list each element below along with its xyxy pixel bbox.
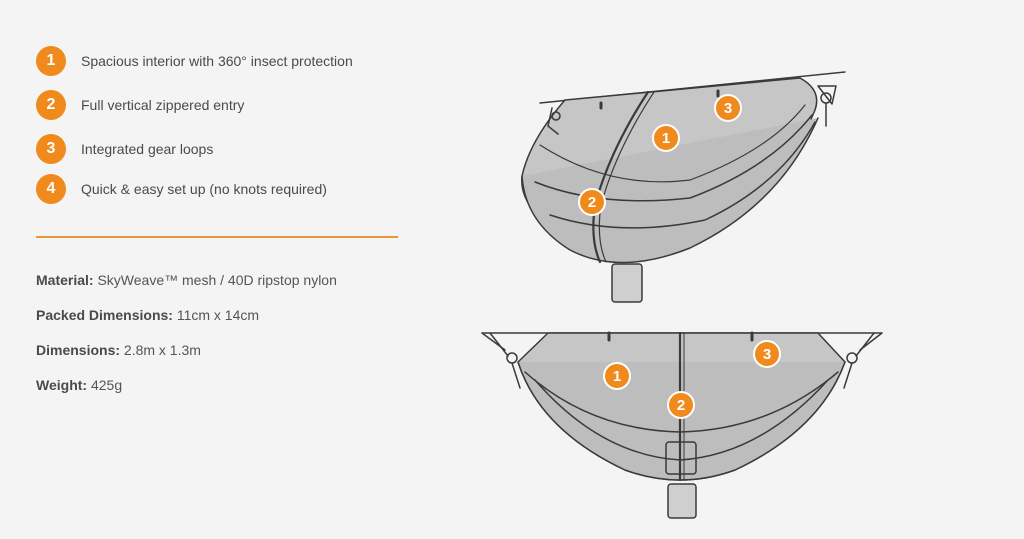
spec-weight: Weight: 425g bbox=[36, 377, 436, 395]
feature-item: 1 Spacious interior with 360° insect pro… bbox=[36, 46, 416, 76]
feature-item: 2 Full vertical zippered entry bbox=[36, 90, 416, 120]
spec-list: Material: SkyWeave™ mesh / 40D ripstop n… bbox=[36, 272, 436, 412]
spec-label: Packed Dimensions: bbox=[36, 307, 173, 323]
section-divider bbox=[36, 236, 398, 238]
spec-value: 425g bbox=[90, 377, 123, 393]
spec-material: Material: SkyWeave™ mesh / 40D ripstop n… bbox=[36, 272, 436, 290]
spec-value: 11cm x 14cm bbox=[176, 307, 260, 323]
feature-number-badge: 2 bbox=[36, 90, 66, 120]
svg-text:2: 2 bbox=[677, 397, 685, 414]
callout-2-side: 2 bbox=[667, 391, 695, 419]
feature-item: 3 Integrated gear loops bbox=[36, 134, 416, 164]
feature-text: Spacious interior with 360° insect prote… bbox=[81, 53, 353, 69]
callout-3-side: 3 bbox=[753, 340, 781, 368]
spec-dimensions: Dimensions: 2.8m x 1.3m bbox=[36, 342, 436, 360]
spec-label: Dimensions: bbox=[36, 342, 121, 358]
hammock-angled-view bbox=[521, 71, 846, 303]
feature-number-badge: 3 bbox=[36, 134, 66, 164]
callout-3-angled: 3 bbox=[714, 94, 742, 122]
svg-text:2: 2 bbox=[588, 194, 596, 211]
hammock-side-view bbox=[481, 331, 883, 519]
spec-packed-dimensions: Packed Dimensions: 11cm x 14cm bbox=[36, 307, 436, 325]
callout-2-angled: 2 bbox=[578, 188, 606, 216]
feature-text: Quick & easy set up (no knots required) bbox=[81, 181, 327, 197]
callout-1-side: 1 bbox=[603, 362, 631, 390]
svg-text:3: 3 bbox=[724, 100, 732, 117]
feature-list: 1 Spacious interior with 360° insect pro… bbox=[36, 46, 416, 218]
feature-number-badge: 1 bbox=[36, 46, 66, 76]
svg-text:1: 1 bbox=[613, 368, 621, 385]
hammock-bug-net-diagram: 1 2 3 bbox=[481, 71, 883, 519]
feature-text: Integrated gear loops bbox=[81, 141, 214, 157]
spec-label: Material: bbox=[36, 272, 94, 288]
feature-item: 4 Quick & easy set up (no knots required… bbox=[36, 174, 416, 204]
spec-value: SkyWeave™ mesh / 40D ripstop nylon bbox=[97, 272, 337, 288]
spec-value: 2.8m x 1.3m bbox=[123, 342, 201, 358]
feature-number-badge: 4 bbox=[36, 174, 66, 204]
feature-text: Full vertical zippered entry bbox=[81, 97, 245, 113]
spec-label: Weight: bbox=[36, 377, 88, 393]
callout-1-angled: 1 bbox=[652, 124, 680, 152]
svg-text:1: 1 bbox=[662, 130, 670, 147]
svg-text:3: 3 bbox=[763, 346, 771, 363]
